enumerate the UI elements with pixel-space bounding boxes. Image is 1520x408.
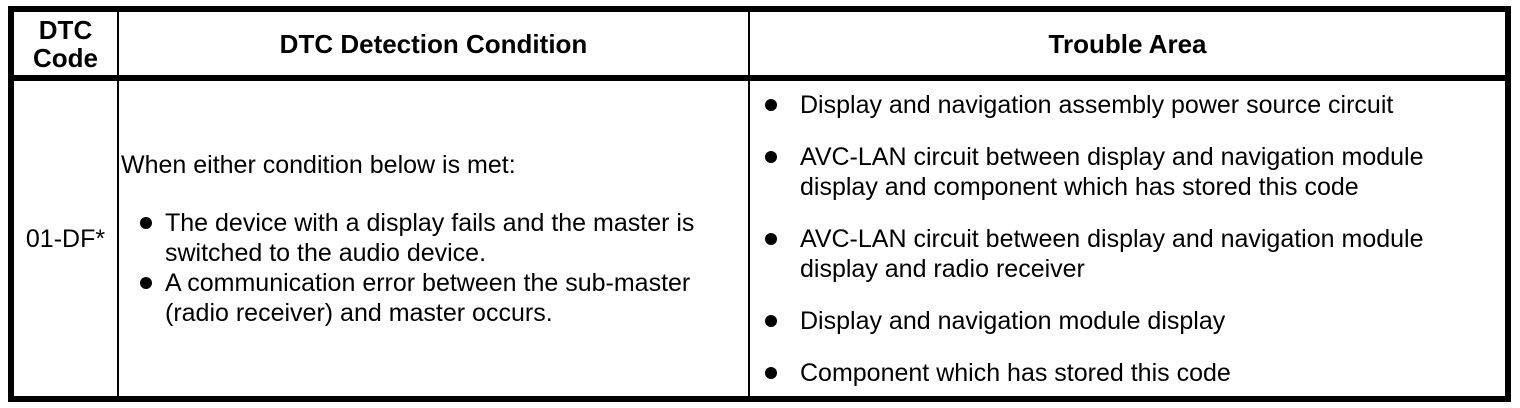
condition-list-item: The device with a display fails and the … [121, 208, 723, 268]
header-dtc-code: DTC Code [14, 12, 119, 75]
header-dtc-code-label: DTC Code [33, 14, 98, 73]
bullet-icon [765, 233, 777, 245]
trouble-area-item: Display and navigation module display [750, 306, 1460, 336]
header-trouble-area: Trouble Area [750, 12, 1505, 75]
dtc-code-value: 01-DF* [25, 224, 106, 253]
trouble-area-text: Display and navigation module display [800, 307, 1226, 335]
condition-list-item: A communication error between the sub-ma… [121, 268, 723, 328]
bullet-icon [140, 276, 152, 289]
bullet-icon [765, 367, 777, 379]
bullet-icon [765, 99, 777, 111]
dtc-table: DTC Code DTC Detection Condition Trouble… [8, 6, 1511, 402]
table-body-row: 01-DF* When either condition below is me… [14, 81, 1505, 396]
dtc-code-cell: 01-DF* [14, 81, 119, 396]
trouble-area-item: Display and navigation assembly power so… [750, 90, 1460, 120]
bullet-icon [765, 315, 777, 327]
bullet-icon [765, 151, 777, 163]
header-trouble-area-label: Trouble Area [1048, 28, 1207, 59]
condition-list: The device with a display fails and the … [121, 208, 723, 328]
trouble-area-cell: Display and navigation assembly power so… [750, 81, 1505, 396]
trouble-area-text: AVC-LAN circuit between display and navi… [800, 225, 1424, 283]
table-header-row: DTC Code DTC Detection Condition Trouble… [14, 12, 1505, 81]
trouble-area-item: Component which has stored this code [750, 358, 1460, 388]
trouble-area-text: Component which has stored this code [800, 359, 1231, 387]
header-detection-condition-label: DTC Detection Condition [279, 28, 588, 59]
trouble-area-text: Display and navigation assembly power so… [800, 91, 1394, 119]
trouble-area-item: AVC-LAN circuit between display and navi… [750, 224, 1460, 284]
trouble-area-item: AVC-LAN circuit between display and navi… [750, 142, 1460, 202]
bullet-icon [140, 216, 152, 229]
condition-text: The device with a display fails and the … [165, 208, 695, 267]
trouble-area-text: AVC-LAN circuit between display and navi… [800, 143, 1424, 201]
detection-condition-cell: When either condition below is met: The … [119, 81, 750, 396]
condition-intro: When either condition below is met: [121, 150, 516, 179]
header-detection-condition: DTC Detection Condition [119, 12, 750, 75]
condition-text: A communication error between the sub-ma… [165, 268, 691, 327]
